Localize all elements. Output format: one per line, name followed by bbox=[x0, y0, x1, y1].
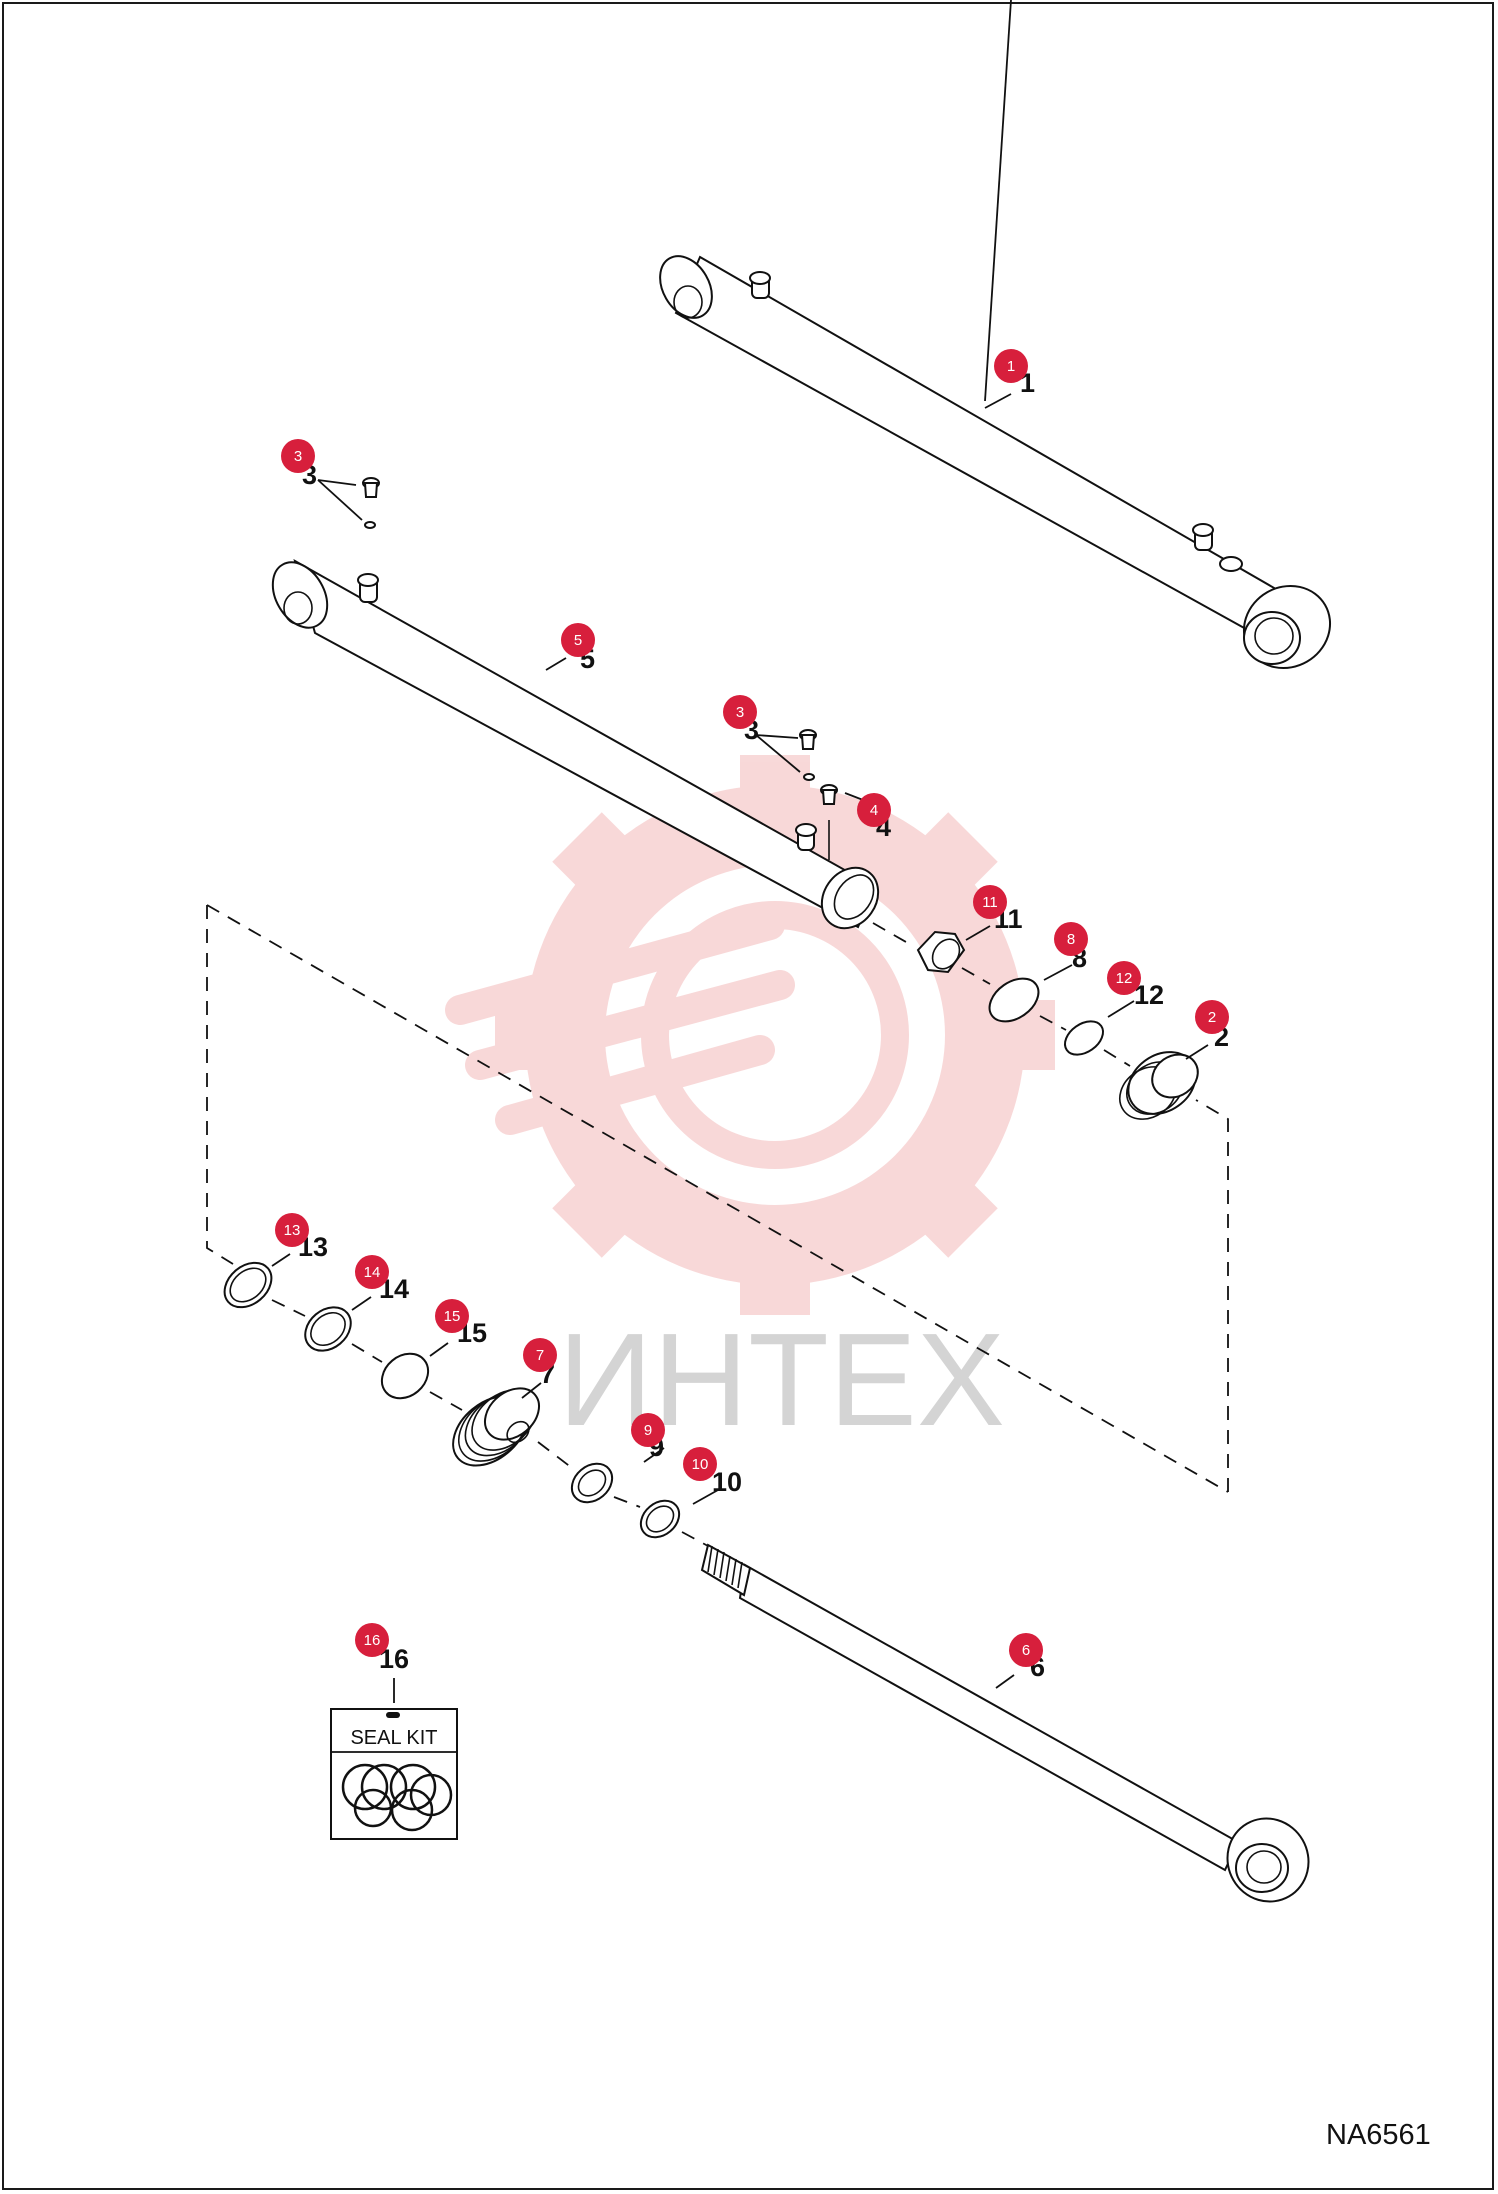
callout-3: 33 bbox=[723, 695, 759, 745]
callout-badge-label: 8 bbox=[1067, 931, 1075, 948]
callout-badge bbox=[523, 1338, 557, 1372]
part-3-grease-fitting-middle bbox=[799, 729, 817, 781]
callout-4: 44 bbox=[857, 793, 891, 842]
callout-badge-label: 5 bbox=[574, 632, 582, 649]
part-1-cylinder-assembly bbox=[659, 255, 1332, 670]
callout-badge bbox=[1107, 961, 1141, 995]
part-12-backup-ring bbox=[1064, 1020, 1104, 1056]
callout-badge bbox=[561, 623, 595, 657]
callout-badge bbox=[1009, 1633, 1043, 1667]
callout-badge bbox=[355, 1623, 389, 1657]
part-15-o-ring bbox=[380, 1352, 430, 1400]
callout-badge-label: 3 bbox=[294, 448, 302, 465]
callout-badge-label: 4 bbox=[870, 802, 878, 819]
callout-badge-label: 6 bbox=[1022, 1642, 1030, 1659]
part-10-o-ring bbox=[639, 1499, 681, 1539]
part-13-wiper bbox=[223, 1261, 273, 1309]
part-4-bleeder-screw bbox=[820, 784, 838, 860]
leader-lines bbox=[271, 0, 1209, 1689]
callout-badge-label: 13 bbox=[284, 1222, 301, 1239]
callout-badge bbox=[857, 793, 891, 827]
callout-1: 11 bbox=[994, 349, 1035, 398]
callout-8: 88 bbox=[1054, 922, 1088, 973]
callout-number: 10 bbox=[712, 1467, 742, 1497]
part-5-barrel bbox=[271, 558, 880, 930]
part-3-grease-fitting-upper bbox=[362, 477, 380, 529]
callout-badge bbox=[275, 1213, 309, 1247]
callout-3: 33 bbox=[281, 439, 317, 490]
callout-badge-label: 12 bbox=[1116, 970, 1133, 987]
callout-2: 22 bbox=[1195, 1000, 1229, 1052]
callout-badge bbox=[994, 349, 1028, 383]
callout-badge bbox=[683, 1447, 717, 1481]
callout-badge-label: 9 bbox=[644, 1422, 652, 1439]
callout-badge bbox=[281, 439, 315, 473]
callout-badge-label: 7 bbox=[536, 1347, 544, 1364]
drawing-code: NA6561 bbox=[1326, 2119, 1431, 2151]
callout-badge-label: 14 bbox=[364, 1264, 381, 1281]
part-16-seal-kit: SEAL KIT bbox=[330, 1678, 458, 1840]
callout-badge-label: 10 bbox=[692, 1456, 709, 1473]
callout-6: 66 bbox=[1009, 1633, 1045, 1682]
seal-kit-label: SEAL KIT bbox=[350, 1727, 437, 1749]
callout-badge bbox=[723, 695, 757, 729]
callout-badge bbox=[973, 885, 1007, 919]
callout-badge bbox=[1054, 922, 1088, 956]
callout-9: 99 bbox=[631, 1413, 665, 1462]
callout-badge-label: 2 bbox=[1208, 1009, 1216, 1026]
callout-badge bbox=[355, 1255, 389, 1289]
callout-badge-label: 11 bbox=[982, 894, 998, 911]
callout-5: 55 bbox=[561, 623, 595, 674]
callout-badge-label: 1 bbox=[1007, 358, 1015, 375]
callout-badge bbox=[631, 1413, 665, 1447]
part-14-rod-seal bbox=[304, 1306, 352, 1352]
phantom-alignment-lines bbox=[206, 904, 1229, 1547]
callout-badge bbox=[435, 1299, 469, 1333]
part-8-o-ring bbox=[988, 977, 1040, 1023]
callout-badge-label: 16 bbox=[364, 1632, 381, 1649]
callout-badge-label: 15 bbox=[444, 1308, 461, 1325]
part-9-backup-ring bbox=[570, 1462, 614, 1504]
callout-badge bbox=[1195, 1000, 1229, 1034]
callout-7: 77 bbox=[523, 1338, 557, 1389]
part-6-rod bbox=[700, 1543, 1310, 1903]
callouts: 1122333344556677889910101111121213131414… bbox=[275, 349, 1229, 1682]
part-2-head bbox=[1119, 1051, 1199, 1120]
part-7-piston bbox=[452, 1387, 540, 1467]
callout-badge-label: 3 bbox=[736, 704, 744, 721]
watermark-text: ИНТЕХ bbox=[558, 1306, 1005, 1453]
part-11-nut bbox=[916, 930, 966, 974]
